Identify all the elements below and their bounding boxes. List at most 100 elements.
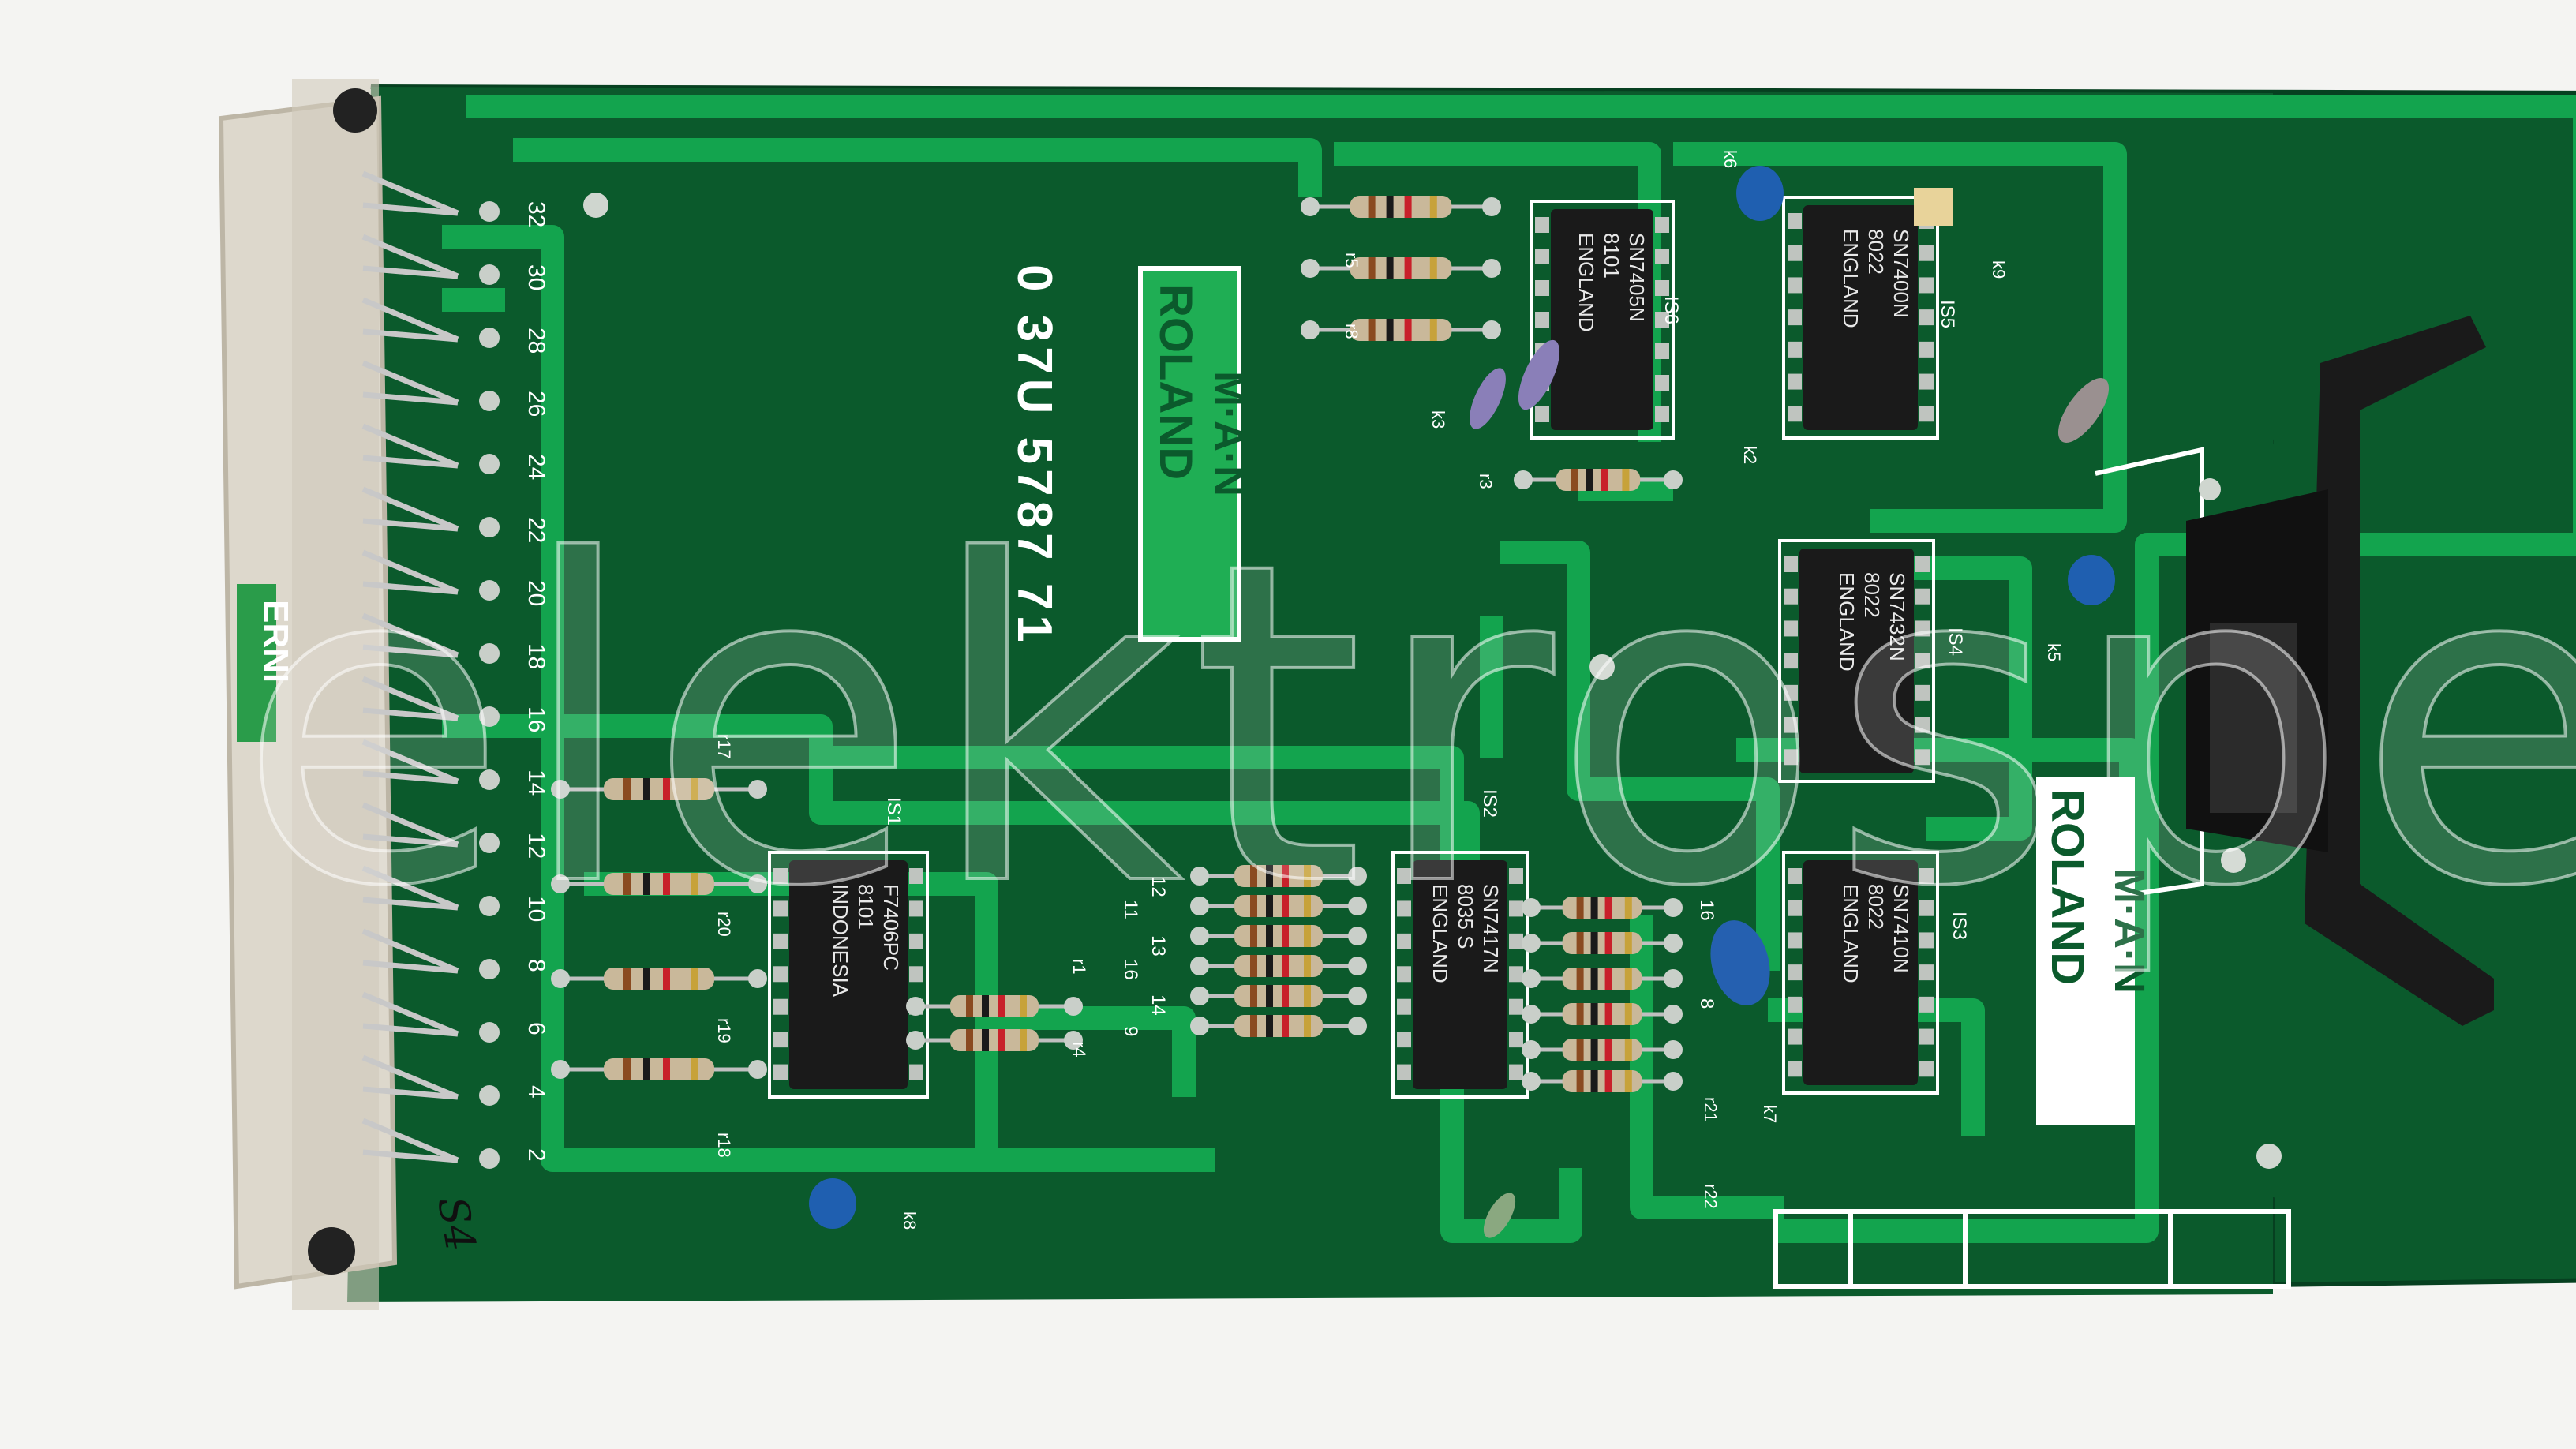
connector-pin <box>362 1023 459 1037</box>
ic-marking: ENGLAND <box>1839 884 1863 983</box>
ic-body <box>1803 860 1918 1085</box>
label-k7: k7 <box>1760 1105 1780 1123</box>
pin-pad <box>479 454 500 474</box>
label-is5: IS5 <box>1937 300 1958 328</box>
ic-marking: ENGLAND <box>1574 233 1598 332</box>
resistor <box>1190 1015 1367 1037</box>
connector-pin <box>361 423 459 469</box>
resistor <box>1301 319 1501 341</box>
connector-pin <box>362 202 459 216</box>
resistor <box>1301 196 1501 218</box>
label-n13: 13 <box>1148 935 1169 957</box>
connector-pin <box>362 328 459 343</box>
ic-marking: F7406PC <box>879 884 903 971</box>
label-r17: r17 <box>714 734 734 759</box>
label-n14: 14 <box>1148 994 1169 1016</box>
resistor <box>1190 955 1367 977</box>
pin-number-label: 30 <box>523 264 549 290</box>
label-k3: k3 <box>1428 410 1448 429</box>
silkscreen-labels: IS1 IS2 IS3 IS4 IS5 IS6 r1 r3 r4 r5 r8 r… <box>256 150 2064 1255</box>
resistor <box>551 968 767 990</box>
pin-number-label: 18 <box>523 643 549 669</box>
pin-number-label: 2 <box>523 1148 549 1162</box>
connector-pin <box>362 391 459 406</box>
connector-pin <box>362 707 459 721</box>
edge-connector <box>218 79 398 1310</box>
ic-marking: SN7410N <box>1889 884 1913 973</box>
connector-pin <box>362 455 459 469</box>
ic-body <box>789 860 908 1089</box>
connector-pin <box>362 770 459 784</box>
resistor <box>906 995 1083 1017</box>
part-number: 0 37U 5787 71 <box>1007 264 1061 647</box>
connector-pin <box>361 802 459 848</box>
resistor <box>906 1029 1083 1051</box>
ic-marking: 8022 <box>1864 229 1888 275</box>
ic-marking: 8022 <box>1864 884 1888 930</box>
connector-pin <box>362 644 459 658</box>
pin-number-label: 12 <box>523 833 549 859</box>
pin-pad <box>479 959 500 979</box>
pin-pad <box>479 391 500 411</box>
label-is6: IS6 <box>1661 296 1682 324</box>
label-r20: r20 <box>714 912 734 937</box>
resistor <box>1514 469 1683 491</box>
label-is2: IS2 <box>1479 789 1500 818</box>
resistor <box>1522 932 1683 954</box>
resistor <box>1522 1070 1683 1092</box>
ic-marking: ENGLAND <box>1428 884 1452 983</box>
connector-pin <box>361 676 459 721</box>
connector-pin <box>362 960 459 974</box>
label-is1: IS1 <box>883 797 904 826</box>
label-n16: 16 <box>1120 959 1141 980</box>
ic-marking: ENGLAND <box>1835 572 1859 672</box>
ic-marking: SN7432N <box>1885 572 1909 661</box>
resistor <box>1190 865 1367 887</box>
label-r1: r1 <box>1069 959 1089 975</box>
pin-number-label: 14 <box>523 769 549 796</box>
label-k5: k5 <box>2044 643 2064 661</box>
connector-pin <box>362 265 459 279</box>
connector-pin <box>361 170 459 216</box>
pin-number-label: 24 <box>523 454 549 480</box>
resistor <box>1522 1003 1683 1025</box>
connector-pin <box>361 297 459 343</box>
ic-marking: SN7400N <box>1889 229 1913 318</box>
connector-pin <box>362 581 459 595</box>
connector-pin <box>361 234 459 279</box>
connector-pin <box>362 1149 459 1163</box>
pin-pad <box>479 833 500 853</box>
resistor <box>1522 897 1683 919</box>
resistor <box>1190 985 1367 1007</box>
pin-pad <box>479 580 500 601</box>
connector-pin <box>361 612 459 658</box>
ic-marking: 8022 <box>1860 572 1884 618</box>
label-k8: k8 <box>900 1211 919 1230</box>
pin-pad <box>479 1085 500 1106</box>
mounting-holes <box>583 193 2282 1169</box>
label-r8: r8 <box>1342 324 1361 339</box>
label-r22: r22 <box>1701 1184 1720 1209</box>
connector-pin <box>361 865 459 911</box>
label-k6: k6 <box>1720 150 1740 168</box>
pin-pad <box>479 328 500 348</box>
pin-pad <box>479 264 500 285</box>
pin-number-label: 28 <box>523 328 549 354</box>
pin-number-label: 22 <box>523 517 549 543</box>
logo-roland-text-1: ROLAND <box>1150 284 1201 480</box>
connector-pins <box>361 170 500 1169</box>
connector-pin <box>362 833 459 848</box>
pin-pad <box>479 201 500 222</box>
ejector-handle <box>2186 316 2494 1026</box>
label-is4: IS4 <box>1945 627 1966 656</box>
traces <box>442 95 2576 1243</box>
label-r21: r21 <box>1701 1097 1720 1122</box>
resistor <box>1522 968 1683 990</box>
connector-pin <box>361 486 459 532</box>
logo-man-roland-2: M·A·N ROLAND <box>2036 777 2153 1125</box>
